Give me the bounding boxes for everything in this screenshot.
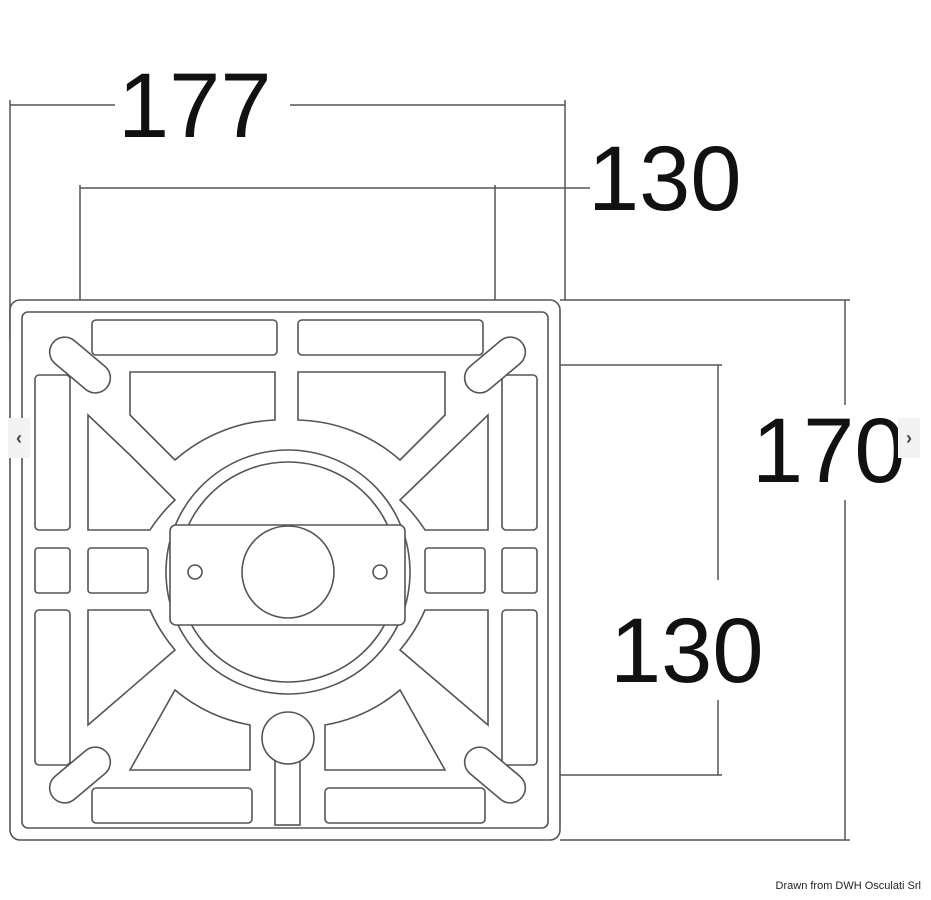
chevron-left-icon: ‹ [16, 427, 22, 448]
dim-hole-spacing-horizontal: 130 [588, 128, 742, 230]
dim-hole-spacing-vertical: 130 [610, 600, 764, 702]
carousel-next-button[interactable]: › [898, 418, 920, 458]
image-credit: Drawn from DWH Osculati Srl [775, 880, 921, 892]
base-plate [9, 299, 561, 841]
dim-overall-height: 170 [752, 400, 906, 502]
carousel-prev-button[interactable]: ‹ [8, 418, 30, 458]
dim-overall-width: 177 [118, 55, 272, 157]
chevron-right-icon: › [906, 427, 912, 448]
